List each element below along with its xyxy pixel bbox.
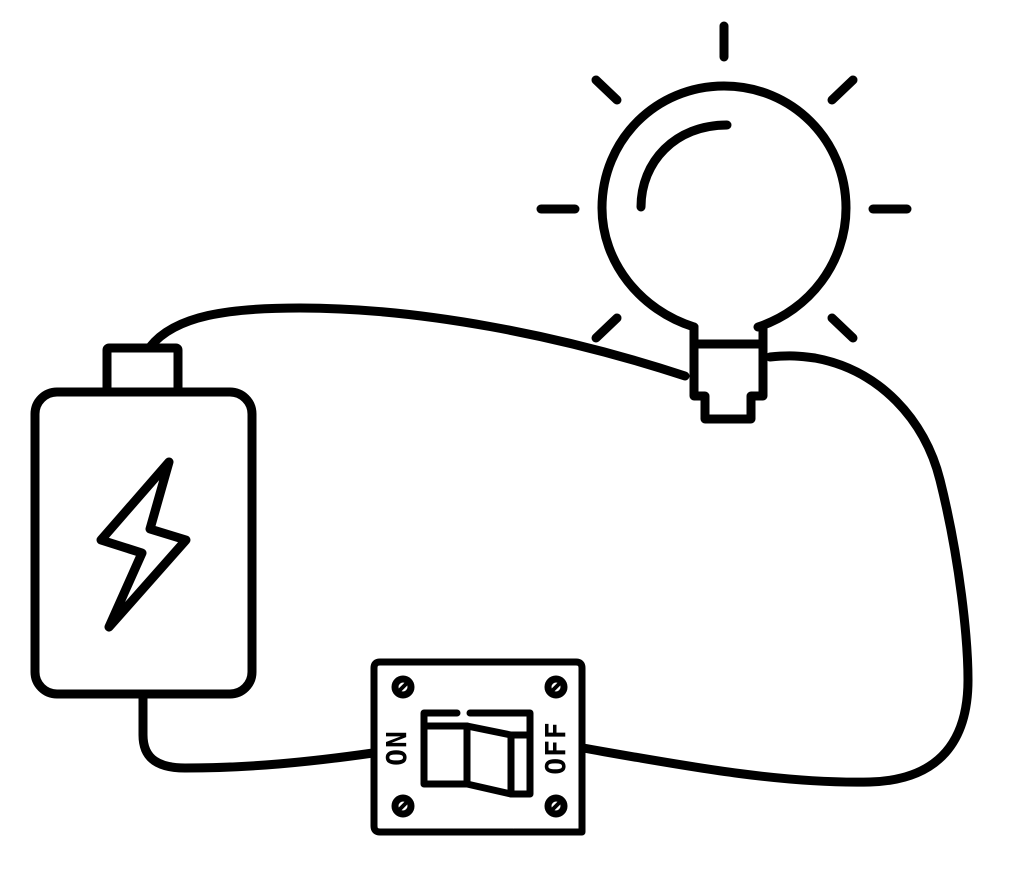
battery-body [30,387,257,699]
ray-top-right [827,75,858,105]
light-bulb [536,21,912,424]
screw-icon [391,794,415,818]
ray-top-left [591,75,622,105]
switch-housing-top [420,709,471,788]
bulb-base [689,322,768,424]
battery-terminal [102,343,183,397]
switch-screws [391,675,568,818]
ray-bottom-left [591,313,622,343]
bulb-globe [597,81,851,332]
switch-off-label: OFF [539,721,572,775]
switch-lever-face [463,731,515,798]
switch-lever [420,722,534,739]
ray-bottom-right [827,313,858,343]
wire-battery-to-switch [138,692,378,773]
wire-battery-to-bulb [145,303,690,381]
switch-housing-top-right [466,709,534,798]
wires [138,303,973,787]
battery [30,343,257,699]
switch-on-label: ON [380,730,413,766]
screw-icon [391,675,415,699]
screw-icon [544,675,568,699]
switch-plate [370,658,586,836]
toggle-switch: ON OFF [370,658,586,836]
bulb-rays [536,21,912,343]
wire-bulb-to-switch [578,351,973,787]
screw-icon [544,794,568,818]
bulb-highlight [636,120,732,212]
lightning-bolt-icon [96,457,191,632]
